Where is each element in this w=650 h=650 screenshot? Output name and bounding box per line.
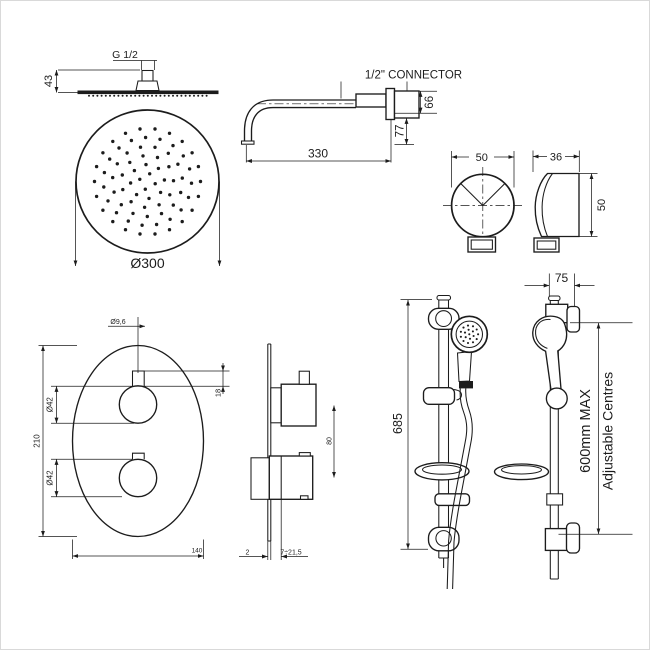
rail-lower-collar	[434, 493, 471, 507]
dim-50-front-label: 50	[476, 152, 488, 164]
slide-rail-side-view: 75 600mm MAX Adjustable Centres	[493, 271, 633, 580]
rail-side-clip	[546, 493, 564, 506]
head-connector-base	[135, 80, 160, 92]
handset-side	[532, 315, 568, 391]
dim-lower-knob-label: Ø42	[46, 470, 55, 486]
valve-plate-ellipse	[71, 344, 205, 538]
hose-nut	[459, 381, 473, 389]
dim-50-side-label: 50	[596, 199, 608, 211]
dim-140-label: 140	[192, 548, 203, 555]
head-connector	[141, 69, 154, 82]
dim-66-label: 66	[424, 96, 436, 109]
upper-knob-stem	[131, 370, 145, 387]
arm-end-cap	[240, 140, 255, 145]
dim-depth-range-label: 7÷21,5	[280, 550, 301, 557]
handset-face-dots	[459, 324, 480, 345]
dim-210-label: 210	[33, 434, 42, 448]
upper-knob-collar-side	[270, 387, 282, 424]
adjustable-centres-label: Adjustable Centres	[600, 372, 616, 490]
wall-outlet-side-view: 36 50	[532, 150, 608, 253]
overhead-shower-side-view: G 1/2 43	[43, 49, 219, 97]
bottom-wall-flange-side	[565, 522, 581, 554]
connector-label: 1/2" CONNECTOR	[365, 70, 462, 82]
upper-knob-stem-side	[298, 370, 310, 385]
arm-wall-flange	[385, 87, 396, 121]
slide-rail-front-view: 685	[391, 294, 489, 590]
handset-holder-clamp	[422, 387, 456, 405]
dim-18-label: 18	[214, 389, 223, 397]
arm-cylinder	[355, 93, 387, 108]
soap-dish-side	[493, 463, 550, 481]
valve-plate-side	[267, 343, 272, 542]
dim-600mm-max-label: 600mm MAX	[578, 389, 594, 473]
arm-tube-inner	[250, 106, 356, 141]
handset-handle-front	[456, 350, 473, 383]
rail-side-top-cap	[548, 295, 561, 302]
dim-685-label: 685	[391, 413, 405, 434]
overhead-shower-front-view: Ø300	[73, 109, 222, 271]
bottom-wall-bracket-front	[427, 526, 460, 552]
outlet-nose-side	[533, 237, 560, 253]
dim-knob-spacing-label: 80	[327, 437, 334, 445]
head-face-circle	[75, 109, 220, 254]
arm-tube-outer	[243, 99, 356, 141]
outlet-body-side	[534, 172, 580, 238]
handset-holder-ball-side	[545, 387, 568, 410]
arm-wall-boss	[393, 90, 420, 119]
dim-stem-diameter-label: Ø9,6	[110, 319, 125, 326]
head-plate	[77, 90, 219, 95]
lower-knob-stem-side	[298, 452, 311, 457]
rail-front	[438, 299, 450, 568]
upper-knob-side	[280, 383, 317, 427]
dim-300-label: Ø300	[130, 255, 164, 271]
wall-outlet-front-view: 50	[443, 151, 522, 253]
lower-backplate-side	[250, 457, 270, 500]
dim-43-label: 43	[43, 75, 55, 87]
shower-face-dots	[92, 127, 203, 236]
lower-knob-stem	[131, 452, 145, 460]
dim-upper-knob-label: Ø42	[45, 397, 54, 413]
lower-knob-side	[268, 455, 314, 500]
valve-side-view: 80 2 7÷21,5	[239, 343, 336, 560]
bottom-wall-bracket-side	[544, 527, 568, 552]
valve-front-view: Ø9,6 18 Ø42 Ø42 210 140	[33, 317, 230, 559]
top-wall-flange-side	[566, 305, 581, 333]
nozzle-row-dots	[88, 94, 208, 97]
shower-arm-view: 1/2" CONNECTOR 66 77 330	[240, 70, 462, 163]
outlet-nose-front	[467, 236, 497, 253]
dim-330-label: 330	[308, 147, 328, 161]
dim-36-label: 36	[550, 152, 562, 164]
shower-hose	[446, 388, 473, 590]
dim-77-label: 77	[395, 125, 407, 138]
outlet-vee-lines	[460, 183, 506, 206]
rail-top-cap	[436, 294, 452, 301]
upper-knob-circle	[118, 385, 158, 424]
lower-knob-circle	[118, 458, 158, 498]
dim-plate-thickness-label: 2	[246, 550, 250, 557]
dim-75-label: 75	[555, 271, 569, 285]
soap-dish-front	[414, 462, 470, 481]
thread-size-label: G 1/2	[112, 49, 138, 61]
